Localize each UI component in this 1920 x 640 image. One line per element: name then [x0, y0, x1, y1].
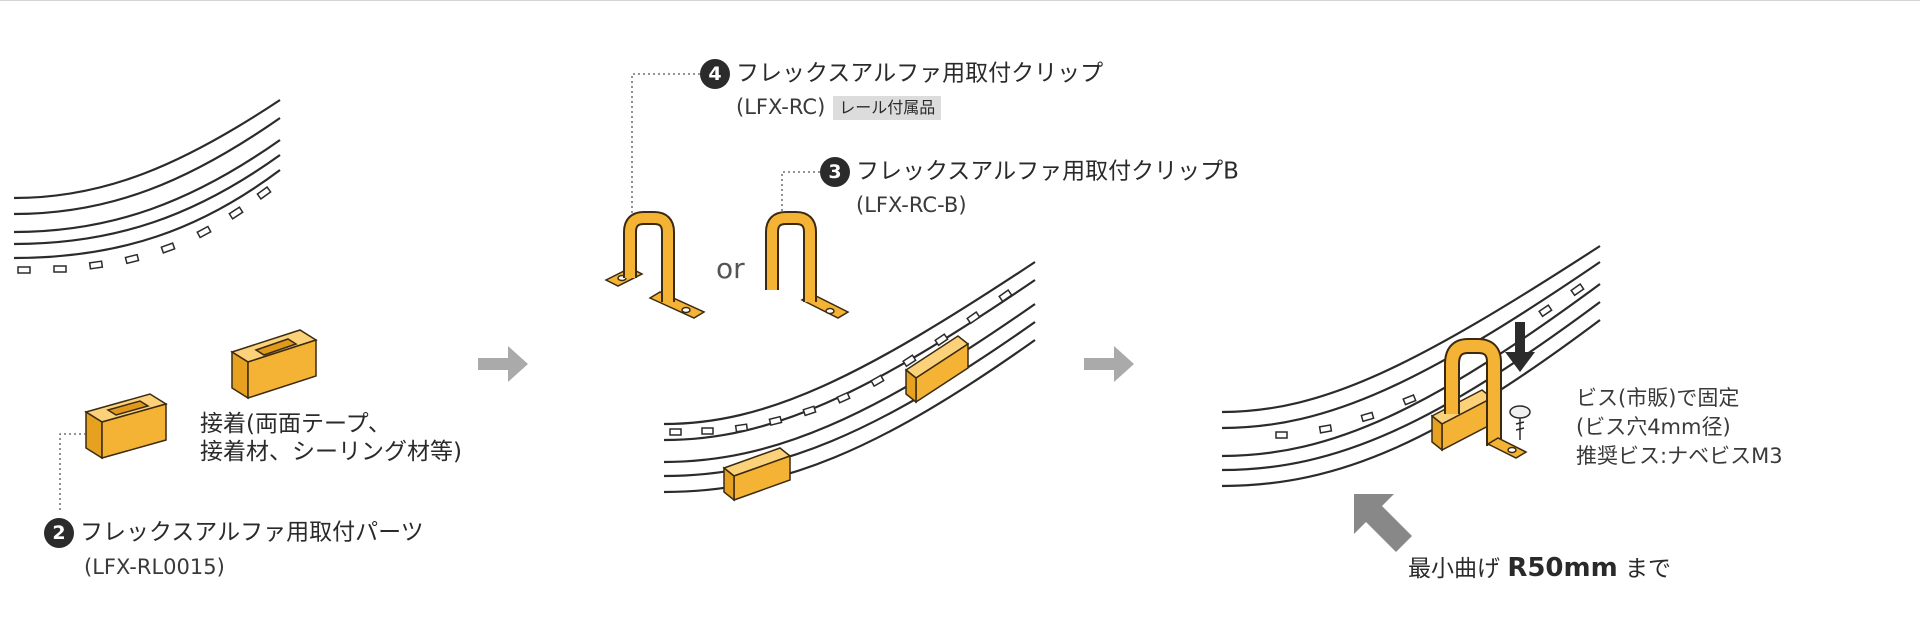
screw-icon [1509, 405, 1531, 440]
screw-note-line2: (ビス穴4mm径) [1576, 415, 1731, 439]
rail-step2-slots [669, 289, 1013, 436]
accessory-tag: レール付属品 [833, 96, 942, 120]
adhesive-note-line1: 接着(両面テープ、 [200, 411, 391, 437]
down-arrow-icon [1505, 322, 1535, 372]
clip-a-name: フレックスアルファ用取付クリップ [736, 60, 1104, 87]
clip-installed [1444, 338, 1528, 459]
min-bend-suffix: まで [1625, 556, 1672, 582]
attached-part-3 [1430, 389, 1494, 452]
mounting-part-lower [84, 393, 168, 460]
clip-b-number-badge: 3 [820, 157, 850, 187]
min-bend-note: 最小曲げ R50mm まで [1408, 554, 1671, 583]
clip-b-name: フレックスアルファ用取付クリップB [856, 158, 1239, 185]
rail-step2 [663, 261, 1036, 494]
diagonal-arrow-icon [1354, 494, 1412, 552]
clip-a [604, 211, 706, 319]
mounting-part-upper [230, 329, 318, 400]
leader-line-clip-a [631, 73, 700, 215]
rail-step3-slots [1275, 283, 1585, 439]
adhesive-note-line2: 接着材、シーリング材等) [200, 439, 462, 465]
rail-step1 [13, 99, 281, 260]
min-bend-prefix: 最小曲げ [1408, 556, 1500, 582]
attached-part-2 [904, 335, 970, 404]
leader-line-part [59, 433, 86, 512]
clip-a-code-row: (LFX-RC) レール付属品 [736, 94, 942, 120]
attached-part-1 [722, 447, 792, 502]
part-number-badge: 2 [44, 518, 74, 548]
part-code: (LFX-RL0015) [84, 555, 225, 579]
screw-note: ビス(市販)で固定 (ビス穴4mm径) 推奨ビス:ナベビスM3 [1576, 384, 1783, 471]
clip-a-number-badge: 4 [700, 59, 730, 89]
screw-note-line3: 推奨ビス:ナベビスM3 [1576, 444, 1783, 468]
min-bend-value: R50mm [1507, 553, 1618, 583]
step-arrow-icon [1084, 346, 1134, 382]
clip-b-code: (LFX-RC-B) [856, 193, 967, 217]
clip-b [765, 211, 850, 319]
rail-step3 [1221, 245, 1601, 488]
leader-line-clip-b [781, 171, 820, 215]
screw-note-line1: ビス(市販)で固定 [1576, 386, 1740, 410]
or-label: or [716, 252, 745, 285]
step-arrow-icon [478, 346, 528, 382]
clip-a-code: (LFX-RC) [736, 95, 826, 119]
part-name: フレックスアルファ用取付パーツ [80, 519, 424, 546]
rail-step1-slots [17, 185, 272, 274]
adhesive-note: 接着(両面テープ、 接着材、シーリング材等) [200, 410, 462, 466]
top-divider [0, 0, 1920, 1]
